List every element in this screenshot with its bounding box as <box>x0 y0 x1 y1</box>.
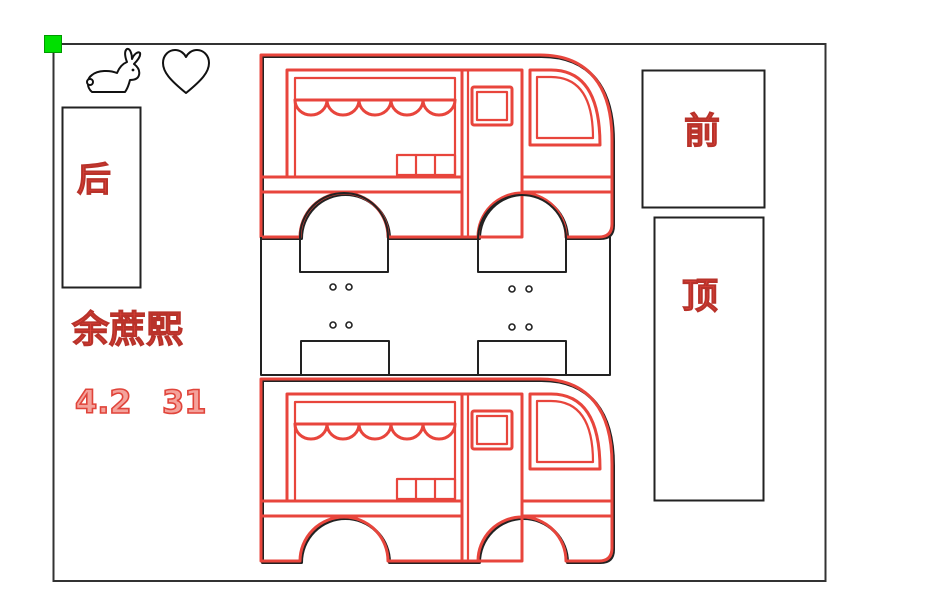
axle-hole <box>329 321 337 329</box>
truck-side-bottom <box>259 377 615 564</box>
number-text-left: 4.2 <box>74 383 132 421</box>
axle-hole <box>345 283 353 291</box>
selection-handle[interactable] <box>44 35 62 53</box>
axle-hole <box>508 323 516 331</box>
truck-body <box>259 377 614 563</box>
awning-scallops <box>293 422 457 441</box>
wheel-slot-top-right <box>477 194 567 273</box>
back-panel-label: 后 <box>77 160 112 200</box>
page-border <box>52 43 827 582</box>
counter-box <box>395 153 457 177</box>
door <box>460 68 524 239</box>
windshield <box>528 392 602 471</box>
top-panel-label: 顶 <box>681 276 719 317</box>
door-window <box>470 85 514 127</box>
truck-body-shadow <box>261 379 615 564</box>
counter-box <box>395 477 457 501</box>
wheel-slot-bottom-right <box>477 340 567 376</box>
serving-window-frame <box>285 392 464 503</box>
truck-base-band <box>260 192 611 376</box>
windshield-inner <box>535 399 595 464</box>
back-panel <box>61 106 142 289</box>
number-text-right: 31 <box>161 383 207 421</box>
serving-window-frame <box>285 68 464 179</box>
door-window-inner <box>475 90 509 122</box>
axle-hole <box>345 321 353 329</box>
heart-icon <box>160 47 212 97</box>
name-text: 余蔗熙 <box>72 308 184 351</box>
top-panel <box>653 216 765 502</box>
axle-hole <box>525 285 533 293</box>
windshield <box>528 68 602 147</box>
door <box>460 392 524 563</box>
wheel-slot-top-left <box>299 192 389 273</box>
windshield-inner <box>535 75 595 140</box>
axle-hole <box>508 285 516 293</box>
door-window-inner <box>475 414 509 446</box>
serving-window <box>293 400 457 503</box>
truck-body-shadow <box>261 55 615 240</box>
truck-side-top <box>259 53 615 240</box>
serving-window <box>293 76 457 179</box>
rabbit-icon <box>84 46 142 98</box>
axle-hole <box>329 283 337 291</box>
wheel-slot-bottom-left <box>300 340 390 376</box>
awning-scallops <box>293 98 457 117</box>
axle-hole <box>525 323 533 331</box>
door-window <box>470 409 514 451</box>
front-panel <box>641 69 766 209</box>
front-panel-label: 前 <box>683 111 721 152</box>
base-band-outline <box>260 237 611 376</box>
